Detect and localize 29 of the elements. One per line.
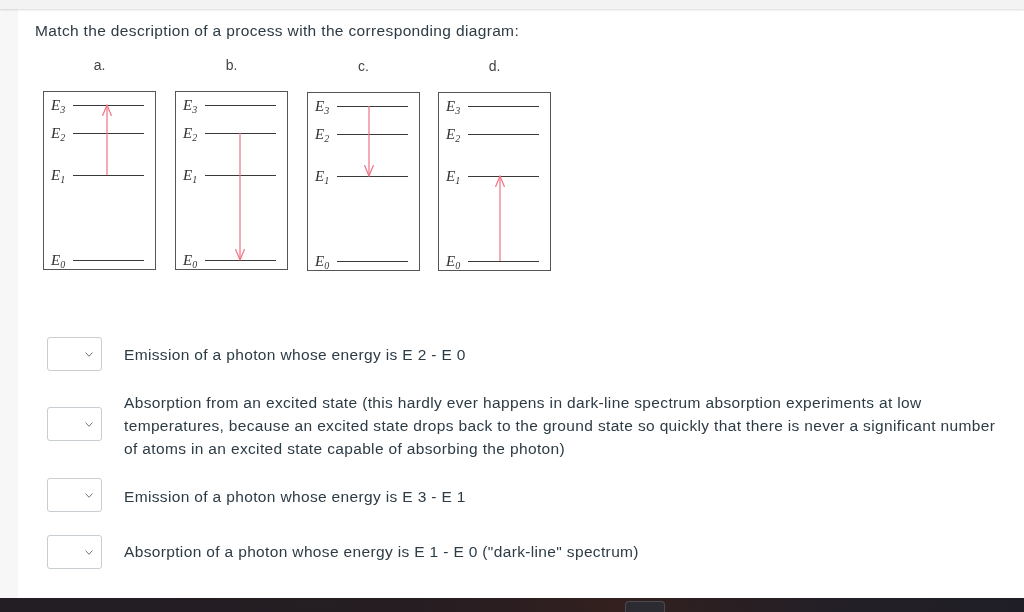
energy-level-label: E$_{2}$ bbox=[315, 126, 331, 142]
panel-letter: b. bbox=[224, 56, 239, 74]
description-text: Absorption from an excited state (this hardly ever happens in dark-line spectrum absorption experiments at low temperatures, because an excited state drops back to the ground state so quickly that there is never a significant number of atoms in an excited state capable of absorbing the photon) bbox=[124, 393, 997, 459]
energy-level-label: E$_{3}$ bbox=[315, 98, 331, 114]
transition-arrow bbox=[234, 132, 246, 261]
transition-arrow bbox=[363, 105, 375, 177]
energy-level-label: E$_{3}$ bbox=[446, 98, 462, 114]
energy-level-label: E$_{1}$ bbox=[315, 168, 331, 184]
energy-level-label: E$_{1}$ bbox=[51, 167, 67, 183]
energy-level-label: E$_{2}$ bbox=[446, 126, 462, 142]
energy-level-label: E$_{2}$ bbox=[183, 125, 199, 141]
transition-arrow bbox=[101, 104, 113, 176]
transition-arrow bbox=[494, 175, 506, 262]
energy-level-label: E$_{3}$ bbox=[183, 97, 199, 113]
energy-level-label: E$_{1}$ bbox=[183, 167, 199, 183]
panel-letter: c. bbox=[357, 57, 370, 75]
energy-level-label: E$_{3}$ bbox=[51, 97, 67, 113]
energy-level-label: E$_{0}$ bbox=[183, 252, 199, 268]
description-text: Emission of a photon whose energy is E 3 - E 1 bbox=[124, 487, 467, 507]
panel-letter: d. bbox=[487, 57, 502, 75]
energy-level-label: E$_{0}$ bbox=[446, 253, 462, 269]
energy-level-label: E$_{0}$ bbox=[51, 252, 67, 268]
instruction-text: Match the description of a process with the corresponding diagram: bbox=[35, 21, 520, 41]
description-text: Emission of a photon whose energy is E 2 - E 0 bbox=[124, 345, 467, 365]
energy-level-label: E$_{2}$ bbox=[51, 125, 67, 141]
description-text: Absorption of a photon whose energy is E 1 - E 0 ("dark-line" spectrum) bbox=[124, 542, 640, 562]
energy-level-label: E$_{1}$ bbox=[446, 168, 462, 184]
energy-level-label: E$_{0}$ bbox=[315, 253, 331, 269]
panel-letter: a. bbox=[92, 56, 107, 74]
